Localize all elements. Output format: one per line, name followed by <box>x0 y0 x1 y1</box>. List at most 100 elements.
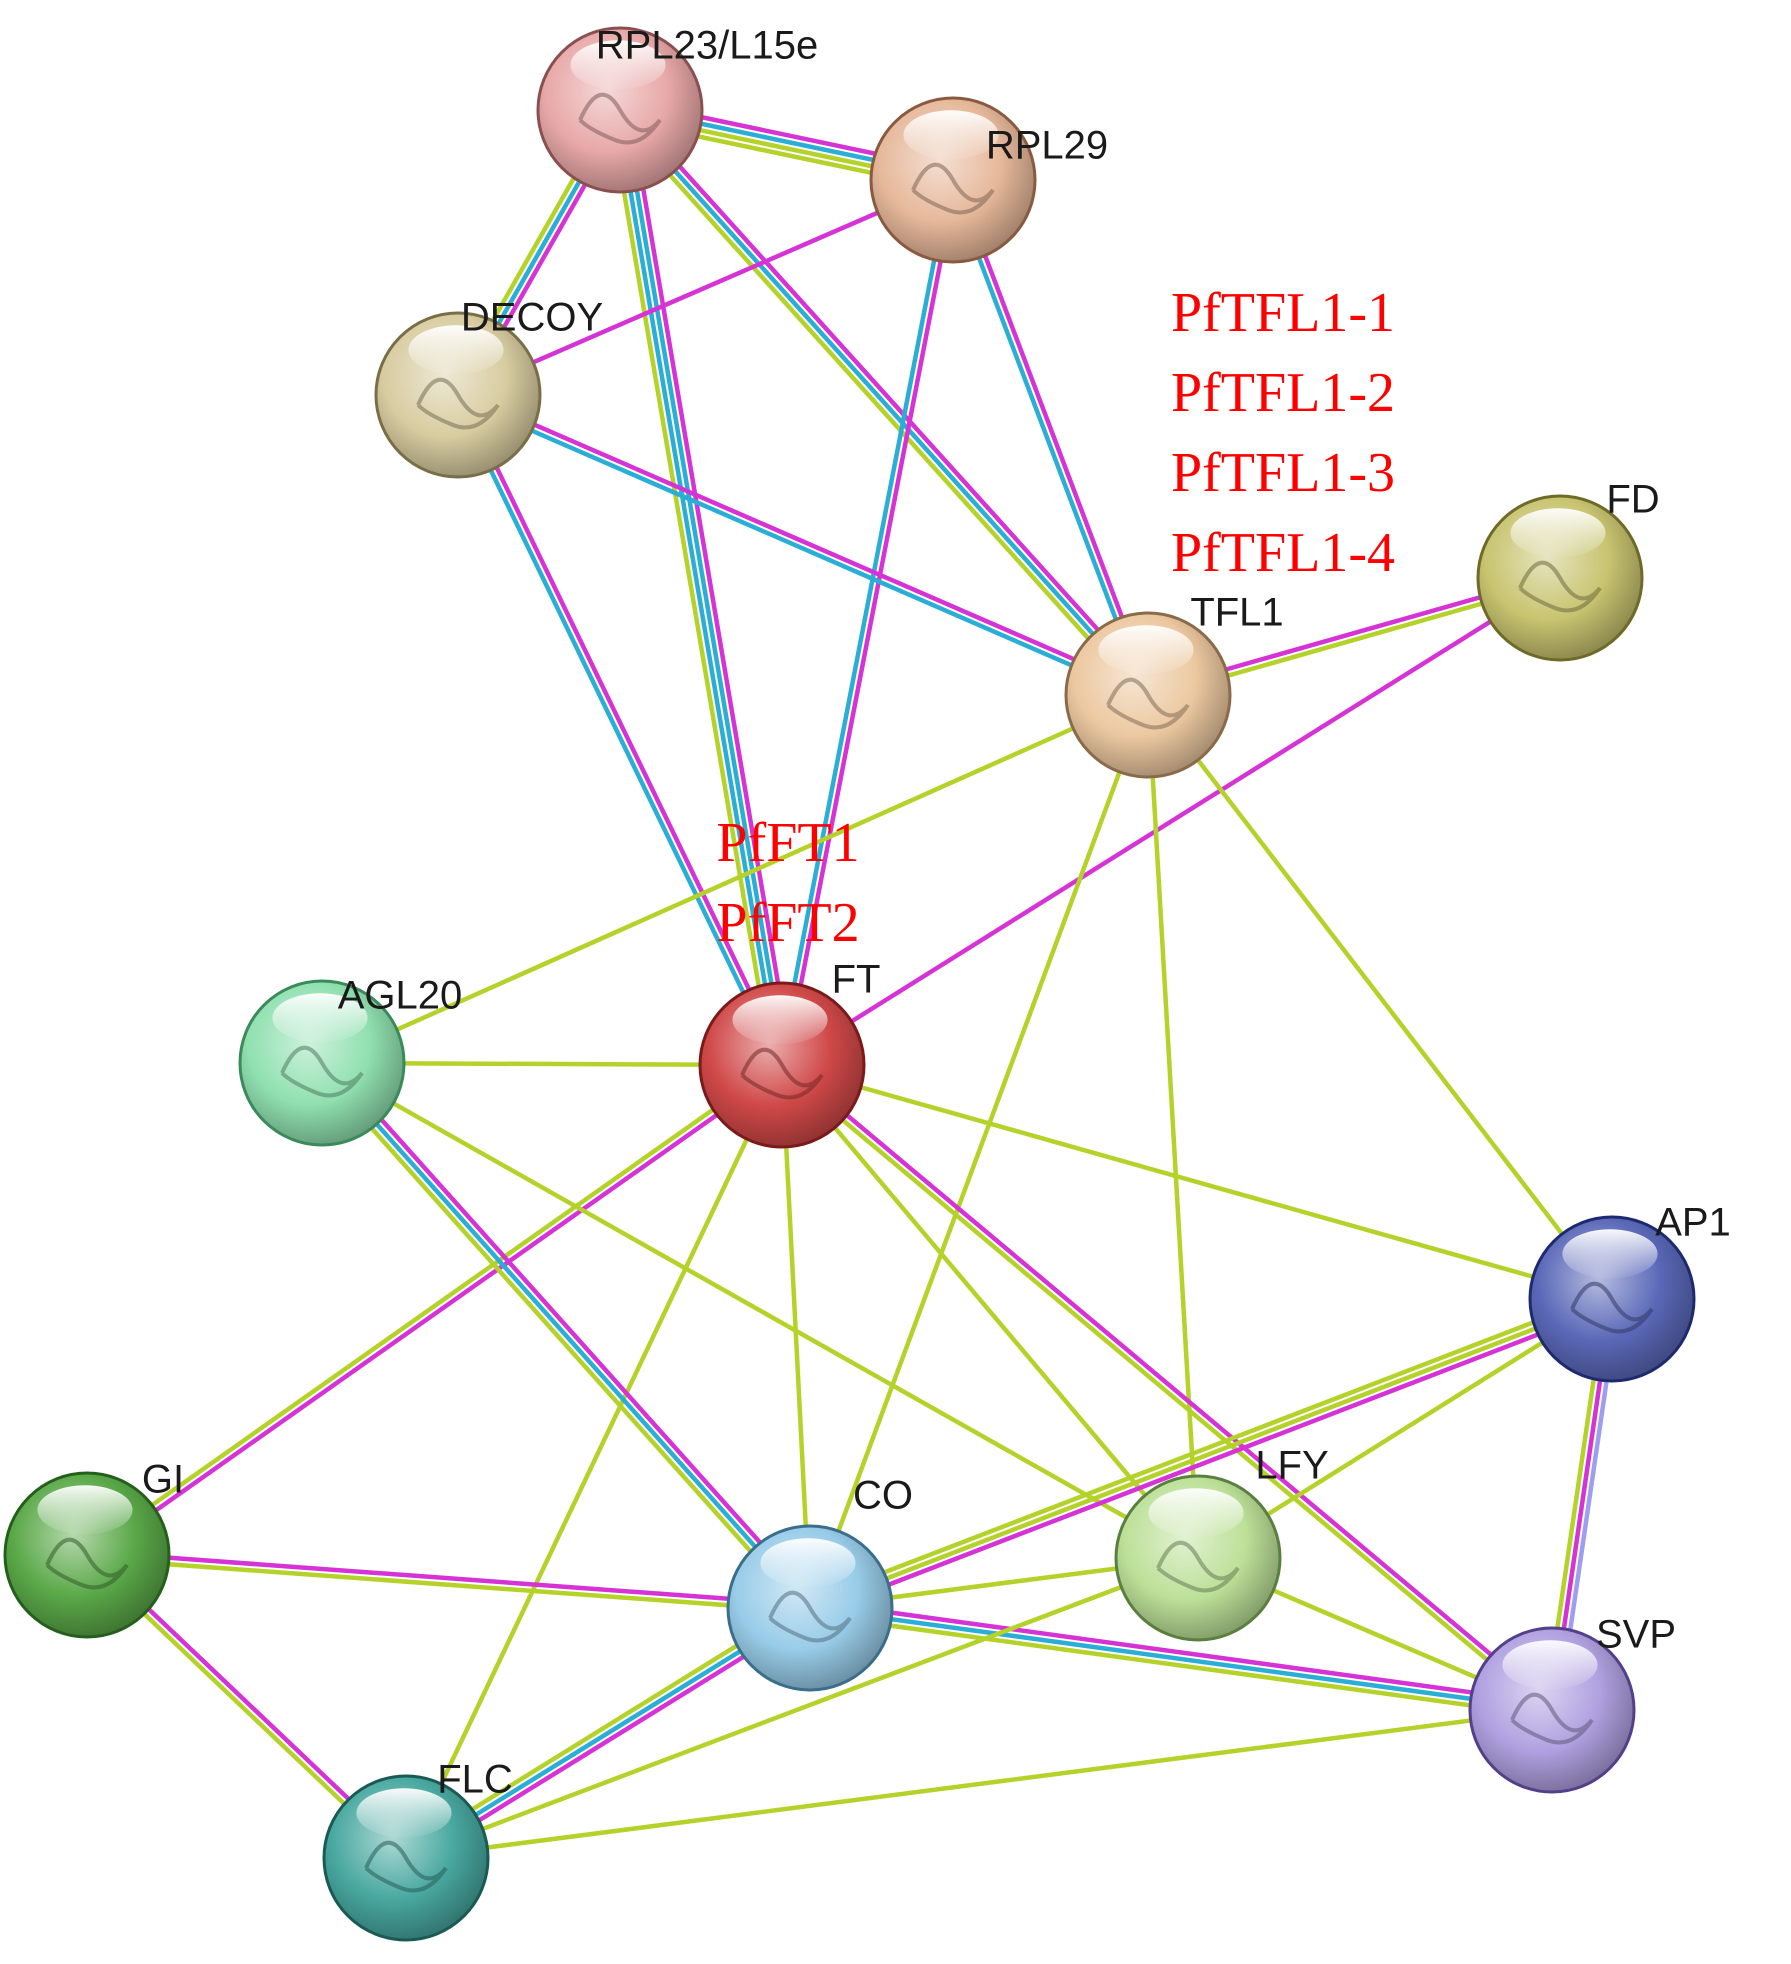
structure-icon <box>768 1590 852 1643</box>
edge-strand-textmining <box>807 692 1151 1611</box>
sphere-highlight <box>760 1538 856 1588</box>
node-layer <box>3 26 1696 1942</box>
edge-ft-gi <box>82 1060 787 1560</box>
edge-strand-experiments <box>781 1060 1557 1710</box>
edge-strand-database <box>614 108 782 1068</box>
sphere-highlight <box>356 1788 452 1838</box>
edge-strand-database <box>454 395 1149 701</box>
edge-ft-ap1 <box>779 1062 1615 1302</box>
edge-decoy-ft <box>452 391 788 1069</box>
node-decoy[interactable] <box>374 311 542 479</box>
edge-strand-experiments <box>810 1302 1617 1617</box>
edge-strand-textmining <box>314 1065 808 1615</box>
node-co[interactable] <box>726 1524 894 1692</box>
node-rpl29[interactable] <box>869 96 1037 264</box>
node-label-flc: FLC <box>437 1758 513 1802</box>
node-agl20[interactable] <box>238 979 406 1147</box>
edge-ft-svp <box>777 1060 1557 1715</box>
edge-flc-svp <box>403 1707 1555 1861</box>
node-fd[interactable] <box>1476 494 1644 662</box>
structure-icon <box>1518 560 1602 613</box>
edge-ft-co <box>779 1062 813 1611</box>
edge-strand-textmining <box>805 1290 1612 1605</box>
sphere-highlight <box>272 993 368 1043</box>
edge-strand-textmining <box>779 1062 1201 1561</box>
edge-strand-textmining <box>82 1060 783 1555</box>
edge-decoy-tfl1 <box>454 389 1152 701</box>
node-tfl1[interactable] <box>1064 611 1232 779</box>
node-label-decoy: DECOY <box>461 296 603 340</box>
edge-strand-database <box>319 1060 813 1611</box>
edge-strand-experiments <box>457 389 1152 695</box>
node-label-rpl23: RPL23/L15e <box>596 24 818 68</box>
edge-rpl23-tfl1 <box>612 103 1156 702</box>
edge-agl20-co <box>314 1056 818 1615</box>
edge-lfy-flc <box>403 1555 1201 1861</box>
ortholog-label: PfTFL1-3 <box>1171 442 1395 504</box>
edge-strand-database <box>947 178 1148 699</box>
node-label-gi: GI <box>142 1458 184 1502</box>
edge-fd-ft <box>779 575 1563 1068</box>
structure-icon <box>280 1045 364 1098</box>
ortholog-label: PfFT2 <box>716 892 859 954</box>
sphere-highlight <box>570 40 666 90</box>
edge-strand-database <box>620 107 788 1067</box>
node-ap1[interactable] <box>1528 1215 1696 1383</box>
edge-tfl1-agl20 <box>319 692 1151 1066</box>
node-rpl23[interactable] <box>536 26 704 194</box>
node-flc[interactable] <box>322 1774 490 1942</box>
edge-strand-textmining <box>807 1296 1615 1611</box>
edge-strand-database <box>617 107 1151 698</box>
sphere-highlight <box>1098 625 1194 675</box>
edge-tfl1-co <box>807 692 1151 1611</box>
ortholog-label: PfTFL1-1 <box>1171 282 1395 344</box>
sphere-highlight <box>903 110 999 160</box>
edge-strand-experiments <box>84 1549 813 1608</box>
node-ft[interactable] <box>698 981 866 1149</box>
edge-rpl29-tfl1 <box>947 176 1154 699</box>
edge-strand-experiments <box>779 575 1563 1068</box>
node-gi[interactable] <box>3 1471 171 1639</box>
node-label-ap1: AP1 <box>1655 1201 1731 1245</box>
structure-icon <box>416 377 500 430</box>
ortholog-label: PfTFL1-2 <box>1171 362 1395 424</box>
edge-strand-textmining <box>403 1555 1201 1861</box>
edge-strand-textmining <box>319 1060 1201 1561</box>
node-svp[interactable] <box>1468 1626 1636 1794</box>
sphere-highlight <box>732 995 828 1045</box>
ortholog-label: PfFT1 <box>716 812 859 874</box>
sphere-highlight <box>408 325 504 375</box>
node-label-svp: SVP <box>1596 1613 1676 1657</box>
edge-strand-database <box>452 394 782 1069</box>
structure-icon <box>740 1047 824 1100</box>
edge-rpl29-decoy <box>455 177 956 398</box>
sphere-highlight <box>1510 508 1606 558</box>
ortholog-label: PfTFL1-4 <box>1171 522 1395 584</box>
edge-strand-textmining <box>319 692 1151 1066</box>
node-label-lfy: LFY <box>1255 1444 1328 1488</box>
edge-strand-experiments <box>458 391 788 1066</box>
node-label-ft: FT <box>832 958 881 1002</box>
edge-strand-textmining <box>779 1062 813 1611</box>
sphere-highlight <box>1562 1229 1658 1279</box>
edge-strand-experiments <box>455 177 956 398</box>
structure-icon <box>364 1840 448 1893</box>
edge-strand-experiments <box>627 106 794 1066</box>
edge-strand-database <box>776 177 953 1067</box>
node-lfy[interactable] <box>1114 1474 1282 1642</box>
edge-strand-experiments <box>953 176 1154 697</box>
edge-strand-textmining <box>608 109 775 1069</box>
structure-icon <box>1106 677 1190 730</box>
edge-strand-experiments <box>324 1056 818 1606</box>
edge-strand-database <box>807 1605 1555 1713</box>
edge-gi-co <box>84 1549 813 1614</box>
edge-ft-lfy <box>779 1062 1201 1561</box>
edge-rpl29-ft <box>776 177 959 1068</box>
edge-co-svp <box>806 1599 1556 1719</box>
edge-strand-textmining <box>84 1555 813 1614</box>
edge-strand-textmining <box>777 1065 1553 1715</box>
edge-strand-textmining <box>779 1062 1615 1302</box>
